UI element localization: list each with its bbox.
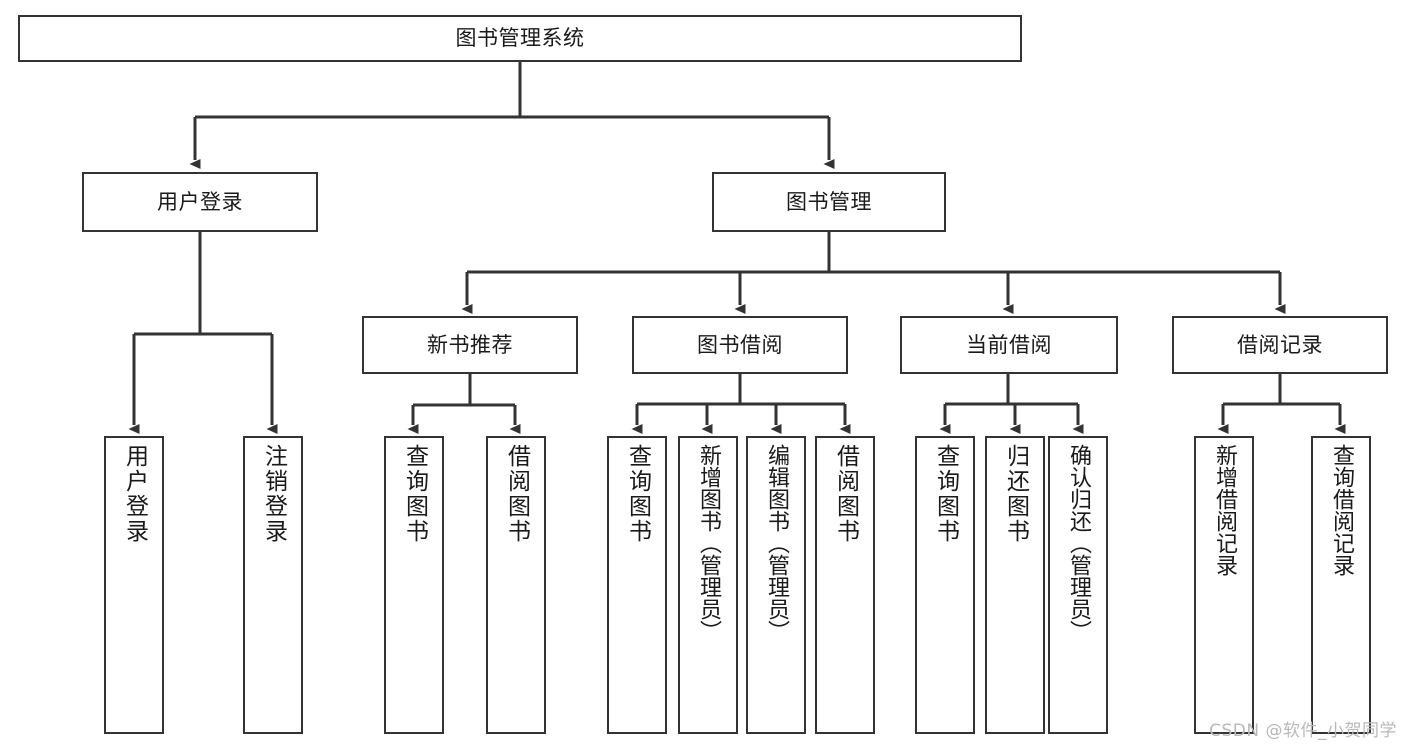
- node-borrow-record-label: 借阅记录: [1237, 332, 1323, 357]
- node-leaf-current-return-book[interactable]: 归还图书: [985, 436, 1045, 734]
- node-leaf-label: 编辑图书（管理员）: [764, 444, 789, 642]
- node-book-management[interactable]: 图书管理: [712, 172, 946, 232]
- node-user-login[interactable]: 用户登录: [82, 172, 318, 232]
- node-leaf-label: 查询图书: [932, 444, 959, 544]
- node-leaf-label: 用户登录: [121, 444, 148, 544]
- node-book-borrow[interactable]: 图书借阅: [632, 316, 848, 374]
- node-leaf-current-query-book[interactable]: 查询图书: [915, 436, 975, 734]
- node-root-book-management-system[interactable]: 图书管理系统: [18, 15, 1022, 62]
- node-leaf-user-login-signout[interactable]: 注销登录: [243, 436, 303, 734]
- node-leaf-label: 查询图书: [401, 444, 428, 544]
- node-leaf-borrow-borrow-book[interactable]: 借阅图书: [815, 436, 875, 734]
- node-leaf-new-book-query[interactable]: 查询图书: [384, 436, 444, 734]
- node-leaf-label: 新增借阅记录: [1212, 444, 1237, 576]
- node-user-login-label: 用户登录: [157, 189, 243, 214]
- node-leaf-current-confirm-return-admin[interactable]: 确认归还（管理员）: [1048, 436, 1108, 734]
- node-leaf-label: 查询借阅记录: [1329, 444, 1354, 576]
- node-new-book-recommend-label: 新书推荐: [427, 332, 513, 357]
- node-leaf-label: 借阅图书: [503, 444, 530, 544]
- node-book-borrow-label: 图书借阅: [697, 332, 783, 357]
- node-leaf-label: 确认归还（管理员）: [1066, 444, 1091, 642]
- csdn-watermark: CSDN @软件_小贺同学: [1209, 721, 1397, 741]
- node-leaf-record-add-record[interactable]: 新增借阅记录: [1194, 436, 1254, 734]
- node-leaf-label: 借阅图书: [832, 444, 859, 544]
- node-new-book-recommend[interactable]: 新书推荐: [362, 316, 578, 374]
- node-leaf-user-login-signin[interactable]: 用户登录: [104, 436, 164, 734]
- node-leaf-borrow-add-book-admin[interactable]: 新增图书（管理员）: [678, 436, 738, 734]
- node-current-borrow[interactable]: 当前借阅: [900, 316, 1118, 374]
- node-root-label: 图书管理系统: [455, 26, 585, 51]
- node-current-borrow-label: 当前借阅: [966, 332, 1052, 357]
- node-leaf-label: 归还图书: [1002, 444, 1029, 544]
- node-leaf-label: 新增图书（管理员）: [696, 444, 721, 642]
- node-leaf-new-book-borrow[interactable]: 借阅图书: [486, 436, 546, 734]
- node-leaf-borrow-query-book[interactable]: 查询图书: [607, 436, 667, 734]
- node-leaf-label: 查询图书: [624, 444, 651, 544]
- node-leaf-borrow-edit-book-admin[interactable]: 编辑图书（管理员）: [746, 436, 806, 734]
- node-borrow-record[interactable]: 借阅记录: [1172, 316, 1388, 374]
- node-leaf-label: 注销登录: [260, 444, 287, 544]
- node-book-management-label: 图书管理: [786, 189, 872, 214]
- node-leaf-record-query-record[interactable]: 查询借阅记录: [1311, 436, 1371, 734]
